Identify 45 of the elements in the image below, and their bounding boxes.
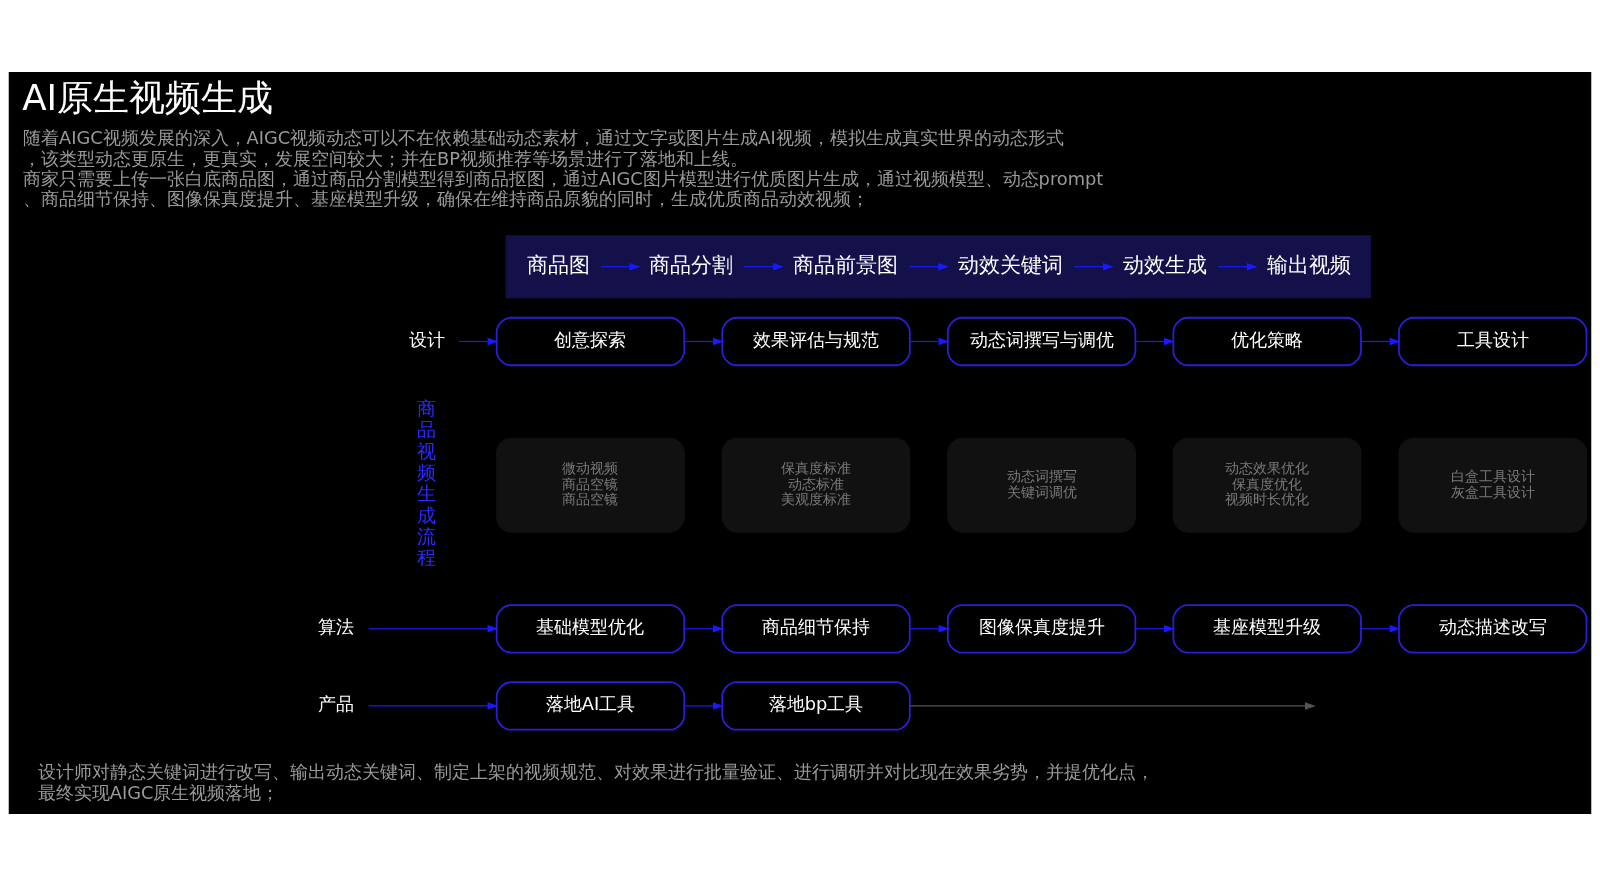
label: 设计师对静态关键词进行改写、输出动态关键词、制定上架的视频规范、对效果进行批量验证、进行调研并对比现在效果劣势，并提优化点，最终实现AIGC原生视频落地；	[37, 760, 1154, 803]
node-box: 落地bp工具	[721, 680, 911, 731]
arrow	[683, 337, 724, 345]
label: 随着AIGC视频发展的深入，AIGC视频动态可以不在依赖基础动态素材，通过文字或图片生成AI视频，模拟生成真实世界的动态形式，该类型动态更原生，更真实，发展空间较大；并在BP视频推荐等场景进行了落地和上线。	[22, 126, 1064, 169]
node-box: 基础模型优化	[495, 603, 686, 653]
arrow	[743, 262, 784, 270]
node-box: 工具设计	[1398, 316, 1588, 366]
node-text: 动效生成	[1123, 251, 1208, 277]
arrow	[600, 262, 641, 270]
node-box: 效果评估与规范	[721, 316, 911, 366]
node-text: 商品前景图	[793, 251, 899, 277]
arrow	[1360, 624, 1401, 633]
arrow	[909, 701, 1316, 710]
node-box: 落地AI工具	[495, 680, 686, 731]
node-text: 算法	[318, 615, 355, 637]
node-text: 产品	[318, 692, 355, 714]
node-box: 图像保真度提升	[946, 603, 1137, 653]
arrow	[683, 701, 724, 710]
label: 商家只需要上传一张白底商品图，通过商品分割模型得到商品抠图，通过AIGC图片模型进行优质图片生成，通过视频模型、动态prompt、商品细节保持、图像保真度提升、基座模型升级，确保在维持商品原貌的同时，生成优质商品动效视频；	[22, 167, 1104, 209]
node-box: 优化策略	[1172, 316, 1362, 366]
arrow	[458, 337, 499, 345]
arrow	[908, 262, 949, 270]
node-box: 动态描述改写	[1398, 603, 1588, 653]
node-text: 设计	[408, 328, 445, 350]
cluster	[505, 234, 1372, 298]
arrow	[1134, 624, 1175, 633]
arrow	[1134, 337, 1175, 345]
arrow	[1073, 262, 1114, 270]
arrow	[368, 624, 499, 633]
label: 商品视频生成流程	[417, 396, 437, 568]
arrow	[683, 624, 724, 633]
node-text: 动效关键词	[958, 251, 1064, 277]
node-box: 创意探索	[495, 316, 686, 366]
node-box: 基座模型升级	[1172, 603, 1362, 653]
arrow	[1360, 337, 1401, 345]
arrow	[909, 337, 950, 345]
arrow	[1217, 262, 1258, 270]
arrow	[368, 701, 499, 710]
node-text: 商品图	[526, 251, 590, 277]
node-text: 商品分割	[649, 251, 734, 277]
diagram-title: AI原生视频生成	[22, 76, 274, 118]
node-text: 输出视频	[1266, 251, 1351, 277]
arrow	[909, 624, 950, 633]
node-box: 动态词撰写与调优	[946, 316, 1137, 366]
node-box: 商品细节保持	[721, 603, 911, 653]
